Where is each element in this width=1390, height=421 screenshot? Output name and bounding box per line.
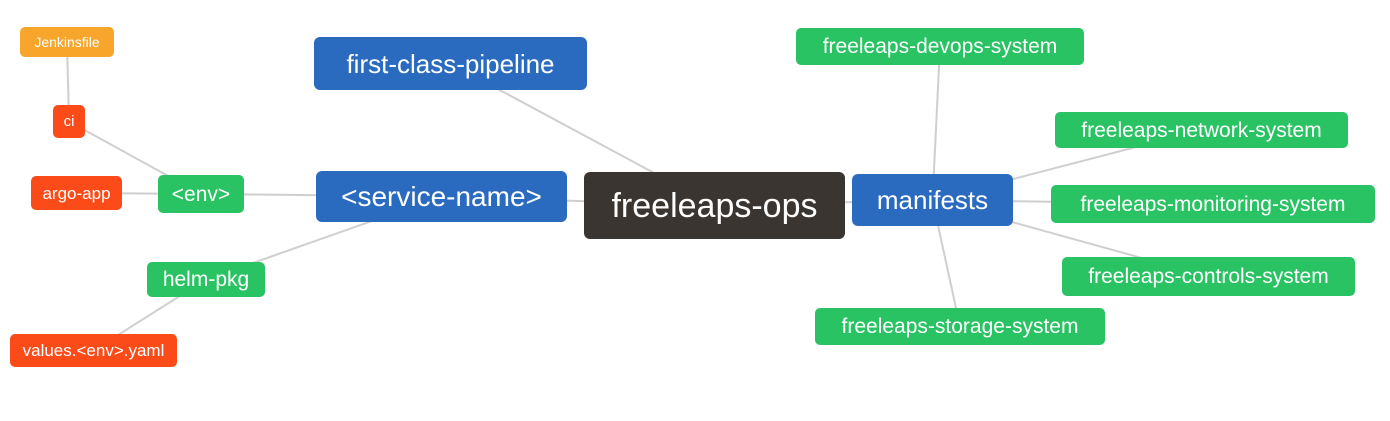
node-ci[interactable]: ci — [53, 105, 85, 138]
node-values-env-yaml[interactable]: values.<env>.yaml — [10, 334, 177, 367]
node-freeleaps-controls-system[interactable]: freeleaps-controls-system — [1062, 257, 1355, 296]
node-freeleaps-network-system[interactable]: freeleaps-network-system — [1055, 112, 1348, 148]
node-env[interactable]: <env> — [158, 175, 244, 213]
node-first-class-pipeline[interactable]: first-class-pipeline — [314, 37, 587, 90]
node-freeleaps-storage-system[interactable]: freeleaps-storage-system — [815, 308, 1105, 345]
node-service-name[interactable]: <service-name> — [316, 171, 567, 222]
node-jenkinsfile[interactable]: Jenkinsfile — [20, 27, 114, 57]
node-manifests[interactable]: manifests — [852, 174, 1013, 226]
node-helm-pkg[interactable]: helm-pkg — [147, 262, 265, 297]
node-freeleaps-ops[interactable]: freeleaps-ops — [584, 172, 845, 239]
node-argo-app[interactable]: argo-app — [31, 176, 122, 210]
node-freeleaps-monitoring-system[interactable]: freeleaps-monitoring-system — [1051, 185, 1375, 223]
node-freeleaps-devops-system[interactable]: freeleaps-devops-system — [796, 28, 1084, 65]
